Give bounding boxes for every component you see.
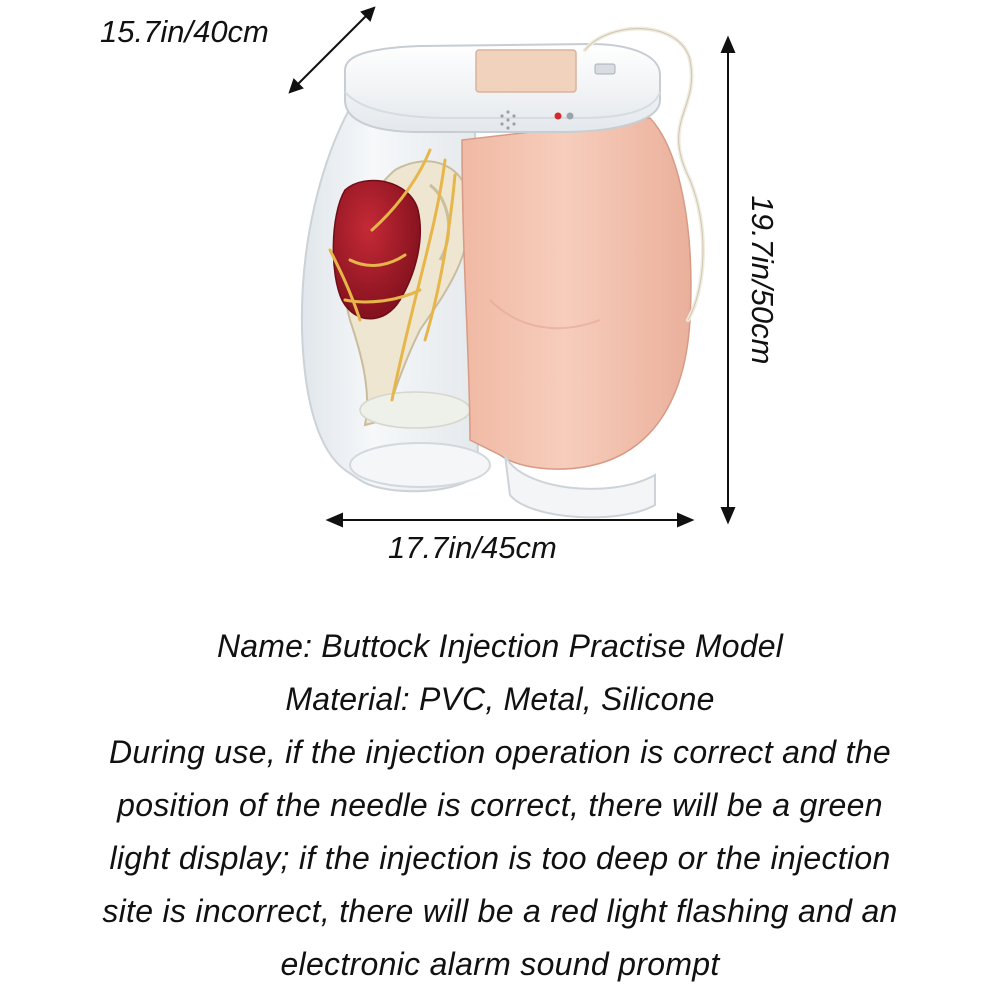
product-material: Material: PVC, Metal, Silicone [285,681,715,717]
description-line: electronic alarm sound prompt [280,946,720,982]
product-name: Name: Buttock Injection Practise Model [216,628,784,664]
description-line: position of the needle is correct, there… [117,787,883,823]
gluteal-muscle [332,179,422,320]
speaker-grille [500,110,516,130]
description-line: light display; if the injection is too d… [109,840,891,876]
product-description: Name: Buttock Injection Practise Model M… [0,620,1000,991]
green-led-indicator [566,112,574,120]
skin-buttock [461,117,692,470]
sciatic-nerves [328,148,457,402]
depth-dimension-label: 15.7in/40cm [100,14,269,49]
description-line: During use, if the injection operation i… [109,734,891,770]
dimension-arrows [288,6,736,528]
height-dimension-label: 19.7in/50cm [722,170,802,390]
buttock-model-svg [288,6,736,528]
height-dimension-text: 19.7in/50cm [745,195,780,365]
red-led-indicator [554,112,562,120]
product-illustration: 15.7in/40cm 19.7in/50cm 17.7in/45cm [100,6,802,565]
right-leg-base [504,454,656,519]
width-dimension-label: 17.7in/45cm [388,530,557,565]
power-switch [594,63,616,75]
left-leg-base [349,442,491,488]
description-line: site is incorrect, there will be a red l… [102,893,898,929]
control-pad [475,49,577,93]
